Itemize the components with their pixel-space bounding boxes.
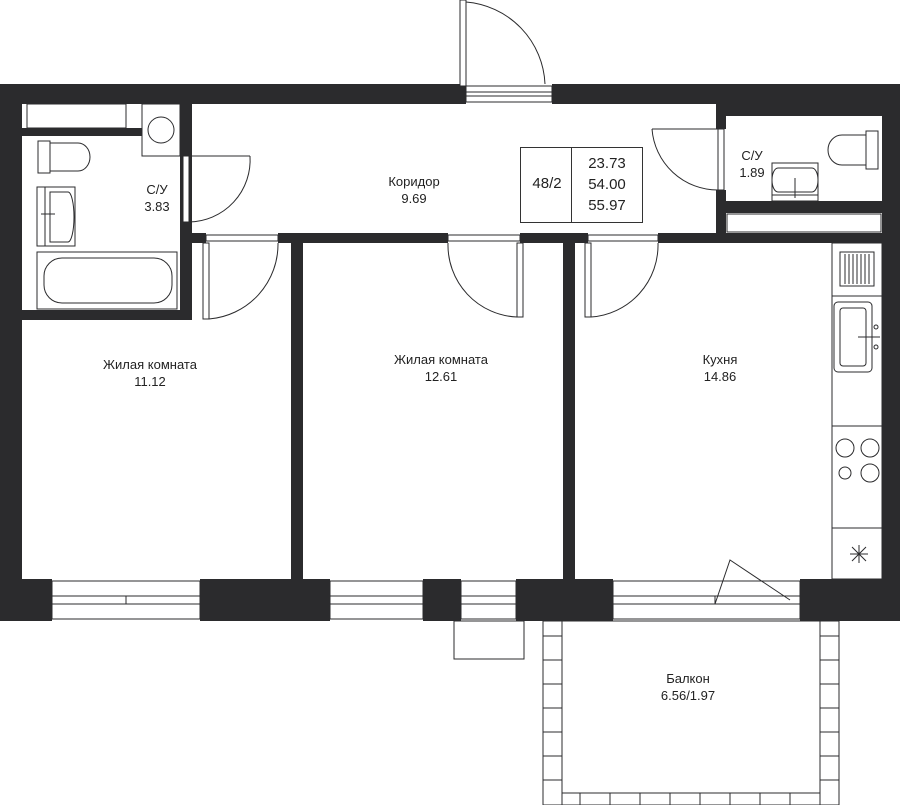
window-living-2 — [329, 580, 424, 620]
room-name: Коридор — [388, 174, 440, 189]
total-area: 54.00 — [588, 176, 626, 193]
room-label-corridor: Коридор 9.69 — [388, 173, 439, 207]
door-bath-left — [182, 155, 251, 223]
gas-pipe-icon — [850, 545, 868, 563]
room-area: 1.89 — [739, 165, 765, 180]
sink-left — [36, 186, 76, 247]
wall-bath-right-left — [716, 104, 726, 129]
apartment-number-box: 48/2 — [520, 147, 574, 223]
room-area: 3.83 — [144, 199, 170, 214]
wall-bottom-5 — [800, 579, 900, 621]
kitchen-sink — [833, 301, 880, 373]
room-label-bath-right: С/У 1.89 — [739, 147, 764, 181]
wall-bath-left-bottom — [22, 310, 192, 320]
wall-bath-right-left-lower — [716, 190, 726, 243]
wall-left-upper-block — [22, 128, 142, 136]
room-label-kitchen: Кухня 14.86 — [703, 351, 738, 385]
wall-corridor-bottom-2 — [278, 233, 448, 243]
room-name: Кухня — [702, 352, 738, 367]
area-summary-box: 23.73 54.00 55.97 — [571, 147, 643, 223]
door-kitchen — [584, 234, 659, 318]
stove — [835, 438, 880, 483]
wall-right — [882, 84, 900, 621]
room-name: Жилая комната — [394, 352, 488, 367]
wall-bottom-3 — [423, 579, 461, 621]
kitchen-counter — [831, 242, 883, 580]
window-living-1 — [51, 580, 201, 620]
shaft-right — [726, 213, 882, 233]
room-area: 12.61 — [424, 369, 458, 384]
wall-left — [0, 84, 22, 621]
door-living-2 — [447, 234, 524, 318]
toilet-right — [827, 130, 879, 170]
living-area: 23.73 — [588, 155, 626, 172]
wall-bottom-2 — [200, 579, 330, 621]
room-name: С/У — [146, 182, 168, 197]
room-label-living-2: Жилая комната 12.61 — [394, 351, 488, 385]
sink-right — [771, 162, 819, 202]
shaft-left — [26, 103, 127, 129]
room-name: Балкон — [666, 671, 710, 686]
apartment-number: 48/2 — [532, 175, 562, 192]
room-area: 9.69 — [401, 191, 427, 206]
room-label-bath-left: С/У 3.83 — [144, 181, 169, 215]
balcony-structure — [453, 620, 840, 805]
wall-corridor-bottom-1 — [192, 233, 206, 243]
wall-top-right — [552, 84, 900, 104]
room-name: Жилая комната — [103, 357, 197, 372]
wall-bottom-1 — [0, 579, 52, 621]
wall-partition-1 — [291, 243, 303, 579]
wall-partition-2 — [563, 243, 575, 579]
room-label-balcony: Балкон 6.56/1.97 — [661, 670, 715, 704]
total-area-with-balcony: 55.97 — [588, 197, 626, 214]
toilet-left — [37, 140, 91, 174]
door-bath-right — [651, 128, 725, 191]
wall-shaft-right-bottom — [726, 233, 882, 243]
wall-bath-right-bottom — [726, 201, 882, 213]
balcony-door-living-2 — [460, 580, 517, 620]
wall-bottom-4 — [516, 579, 613, 621]
entrance-door — [459, 0, 553, 103]
fridge-grille — [839, 251, 875, 287]
wall-bath-right-top — [726, 104, 882, 116]
room-name: С/У — [741, 148, 763, 163]
wall-top-left — [0, 84, 466, 104]
bathtub — [36, 251, 178, 310]
door-living-1 — [202, 234, 279, 320]
wall-corridor-bottom-3 — [520, 233, 588, 243]
window-kitchen — [612, 559, 801, 620]
room-area: 14.86 — [703, 369, 737, 384]
room-area: 6.56/1.97 — [660, 688, 716, 703]
room-label-living-1: Жилая комната 11.12 — [103, 356, 197, 390]
room-area: 11.12 — [134, 374, 166, 389]
washing-machine — [141, 103, 181, 157]
